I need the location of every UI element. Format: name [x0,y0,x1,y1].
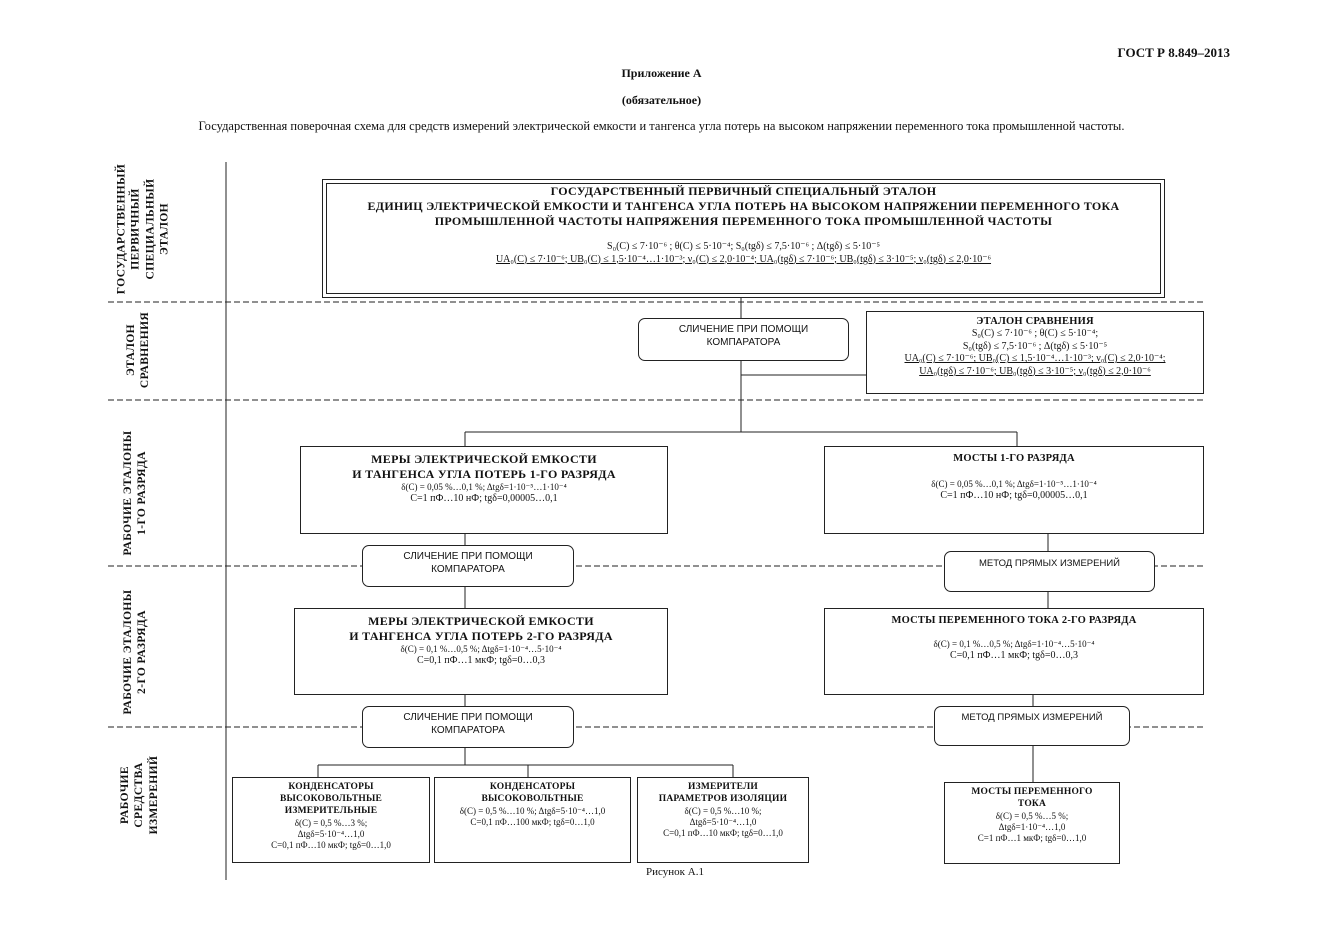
primary-standard-title-3: ПРОМЫШЛЕННОЙ ЧАСТОТЫ НАПРЯЖЕНИЯ ПЕРЕМЕНН… [434,214,1053,228]
row-label-primary: ГОСУДАРСТВЕННЫЙ ПЕРВИЧНЫЙ СПЕЦИАЛЬНЫЙ ЭТ… [115,163,171,295]
comparator-pill-grade-1: СЛИЧЕНИЕ ПРИ ПОМОЩИ КОМПАРАТОРА [362,545,574,587]
measures-1-title-2: И ТАНГЕНСА УГЛА ПОТЕРЬ 1-ГО РАЗРЯДА [352,467,616,481]
bridges-2-line-2: С=0,1 пФ…1 мкФ; tgδ=0…0,3 [949,650,1079,662]
row-label-working-1: РАБОЧИЕ ЭТАЛОНЫ 1-ГО РАЗРЯДА [122,430,149,556]
figure-caption: Рисунок А.1 [646,866,704,878]
instrument-3-line-2: Δtgδ=5·10⁻⁴…1,0 [689,817,757,827]
comparison-line-4: UА₀(tgδ) ≤ 7·10⁻⁶; UВ₀(tgδ) ≤ 3·10⁻⁵; ν₀… [919,365,1151,377]
instrument-2-title-2: ВЫСОКОВОЛЬТНЫЕ [481,793,584,804]
instrument-4-title-1: МОСТЫ ПЕРЕМЕННОГО [971,787,1093,797]
comparator-pill-grade-2: СЛИЧЕНИЕ ПРИ ПОМОЩИ КОМПАРАТОРА [362,706,574,748]
comparator-pill-top: СЛИЧЕНИЕ ПРИ ПОМОЩИ КОМПАРАТОРА [638,318,849,361]
instrument-2-line-2: С=0,1 пФ…100 мкФ; tgδ=0…1,0 [470,817,595,827]
primary-standard-title: ГОСУДАРСТВЕННЫЙ ПЕРВИЧНЫЙ СПЕЦИАЛЬНЫЙ ЭТ… [550,184,937,198]
bridges-grade-2-box: МОСТЫ ПЕРЕМЕННОГО ТОКА 2-ГО РАЗРЯДА δ(C)… [824,608,1204,695]
instrument-4-line-2: Δtgδ=1·10⁻⁴…1,0 [998,822,1066,832]
instrument-3-title-2: ПАРАМЕТРОВ ИЗОЛЯЦИИ [658,793,788,804]
standard-number: ГОСТ Р 8.849–2013 [1117,45,1230,60]
instrument-box-hv-measuring-capacitors: КОНДЕНСАТОРЫ ВЫСОКОВОЛЬТНЫЕ ИЗМЕРИТЕЛЬНЫ… [232,777,430,863]
bridges-grade-1-box: МОСТЫ 1-ГО РАЗРЯДА δ(C) = 0,05 %…0,1 %; … [824,446,1204,534]
instrument-1-line-1: δ(C) = 0,5 %…3 %; [294,817,368,828]
measures-2-line-1: δ(C) = 0,1 %…0,5 %; Δtgδ=1·10⁻⁴…5·10⁻⁴ [400,644,562,654]
comparison-line-1: S₀(C) ≤ 7·10⁻⁶ ; θ(C) ≤ 5·10⁻⁴; [971,328,1099,340]
instrument-box-ac-bridges: МОСТЫ ПЕРЕМЕННОГО ТОКА δ(C) = 0,5 %…5 %;… [944,782,1120,864]
row-label-working-instruments: РАБОЧИЕ СРЕДСТВА ИЗМЕРЕНИЙ [119,755,160,835]
bridges-2-line-1: δ(C) = 0,1 %…0,5 %; Δtgδ=1·10⁻⁴…5·10⁻⁴ [933,639,1095,650]
instrument-1-title-1: КОНДЕНСАТОРЫ [288,782,374,792]
comparison-line-3: UА₀(C) ≤ 7·10⁻⁶; UВ₀(C) ≤ 1,5·10⁻⁴…1·10⁻… [904,353,1166,365]
row-label-comparison: ЭТАЛОН СРАВНЕНИЯ [125,311,152,389]
measures-grade-1-box: МЕРЫ ЭЛЕКТРИЧЕСКОЙ ЕМКОСТИ И ТАНГЕНСА УГ… [300,446,668,534]
measures-2-line-2: С=0,1 пФ…1 мкФ; tgδ=0…0,3 [416,655,546,667]
instrument-3-line-3: С=0,1 пФ…10 мкФ; tgδ=0…1,0 [663,828,783,839]
measures-grade-2-box: МЕРЫ ЭЛЕКТРИЧЕСКОЙ ЕМКОСТИ И ТАНГЕНСА УГ… [294,608,668,695]
bridges-1-line-1: δ(C) = 0,05 %…0,1 %; Δtgδ=1·10⁻⁵…1·10⁻⁴ [931,479,1097,490]
direct-method-pill-grade-2: МЕТОД ПРЯМЫХ ИЗМЕРЕНИЙ [934,706,1130,746]
comparison-line-2: S₀(tgδ) ≤ 7,5·10⁻⁶ ; Δ(tgδ) ≤ 5·10⁻⁵ [962,340,1108,352]
instrument-3-title-1: ИЗМЕРИТЕЛИ [688,782,758,792]
bridges-1-line-2: С=1 пФ…10 нФ; tgδ=0,00005…0,1 [940,490,1088,502]
instrument-4-title-2: ТОКА [1017,798,1047,809]
row-label-working-2: РАБОЧИЕ ЭТАЛОНЫ 2-ГО РАЗРЯДА [122,589,149,715]
primary-standard-line1: S₀(C) ≤ 7·10⁻⁶ ; θ(C) ≤ 5·10⁻⁴; S₀(tgδ) … [607,241,880,252]
measures-1-line-1: δ(C) = 0,05 %…0,1 %; Δtgδ=1·10⁻⁵…1·10⁻⁴ [401,482,567,492]
measures-1-line-2: С=1 пФ…10 нФ; tgδ=0,00005…0,1 [410,493,558,505]
instrument-4-line-1: δ(C) = 0,5 %…5 %; [995,810,1069,821]
instrument-1-title-2: ВЫСОКОВОЛЬТНЫЕ [279,793,383,804]
direct-method-pill-grade-1: МЕТОД ПРЯМЫХ ИЗМЕРЕНИЙ [944,551,1155,592]
instrument-1-title-3: ИЗМЕРИТЕЛЬНЫЕ [284,805,378,816]
primary-standard-title-2: ЕДИНИЦ ЭЛЕКТРИЧЕСКОЙ ЕМКОСТИ И ТАНГЕНСА … [367,199,1120,213]
measures-2-title: МЕРЫ ЭЛЕКТРИЧЕСКОЙ ЕМКОСТИ [368,614,594,628]
bridges-1-title: МОСТЫ 1-ГО РАЗРЯДА [953,453,1075,464]
instrument-box-insulation-meters: ИЗМЕРИТЕЛИ ПАРАМЕТРОВ ИЗОЛЯЦИИ δ(C) = 0,… [637,777,809,863]
scheme-title: Государственная поверочная схема для сре… [198,119,1125,133]
comparison-standard-title: ЭТАЛОН СРАВНЕНИЯ [976,316,1094,327]
instrument-box-hv-capacitors: КОНДЕНСАТОРЫ ВЫСОКОВОЛЬТНЫЕ δ(C) = 0,5 %… [434,777,631,863]
instrument-2-line-1: δ(C) = 0,5 %…10 %; Δtgδ=5·10⁻⁴…1,0 [459,805,606,816]
measures-2-title-2: И ТАНГЕНСА УГЛА ПОТЕРЬ 2-ГО РАЗРЯДА [349,629,613,643]
instrument-1-line-3: С=0,1 пФ…10 мкФ; tgδ=0…1,0 [271,840,391,851]
bridges-2-title: МОСТЫ ПЕРЕМЕННОГО ТОКА 2-ГО РАЗРЯДА [891,615,1137,626]
appendix-status: (обязательное) [621,93,702,107]
primary-standard-line2: UА₀(C) ≤ 7·10⁻⁶; UВ₀(C) ≤ 1,5·10⁻⁴…1·10⁻… [495,253,992,265]
primary-standard-box: ГОСУДАРСТВЕННЫЙ ПЕРВИЧНЫЙ СПЕЦИАЛЬНЫЙ ЭТ… [322,179,1165,298]
measures-1-title: МЕРЫ ЭЛЕКТРИЧЕСКОЙ ЕМКОСТИ [371,452,597,466]
instrument-1-line-2: Δtgδ=5·10⁻⁴…1,0 [297,828,365,839]
comparison-standard-box: ЭТАЛОН СРАВНЕНИЯ S₀(C) ≤ 7·10⁻⁶ ; θ(C) ≤… [866,311,1204,394]
instrument-4-line-3: С=1 пФ…1 мкФ; tgδ=0…1,0 [977,833,1087,844]
instrument-3-line-1: δ(C) = 0,5 %…10 %; [684,805,762,816]
instrument-2-title-1: КОНДЕНСАТОРЫ [489,782,576,792]
appendix-title: Приложение А [621,66,702,80]
